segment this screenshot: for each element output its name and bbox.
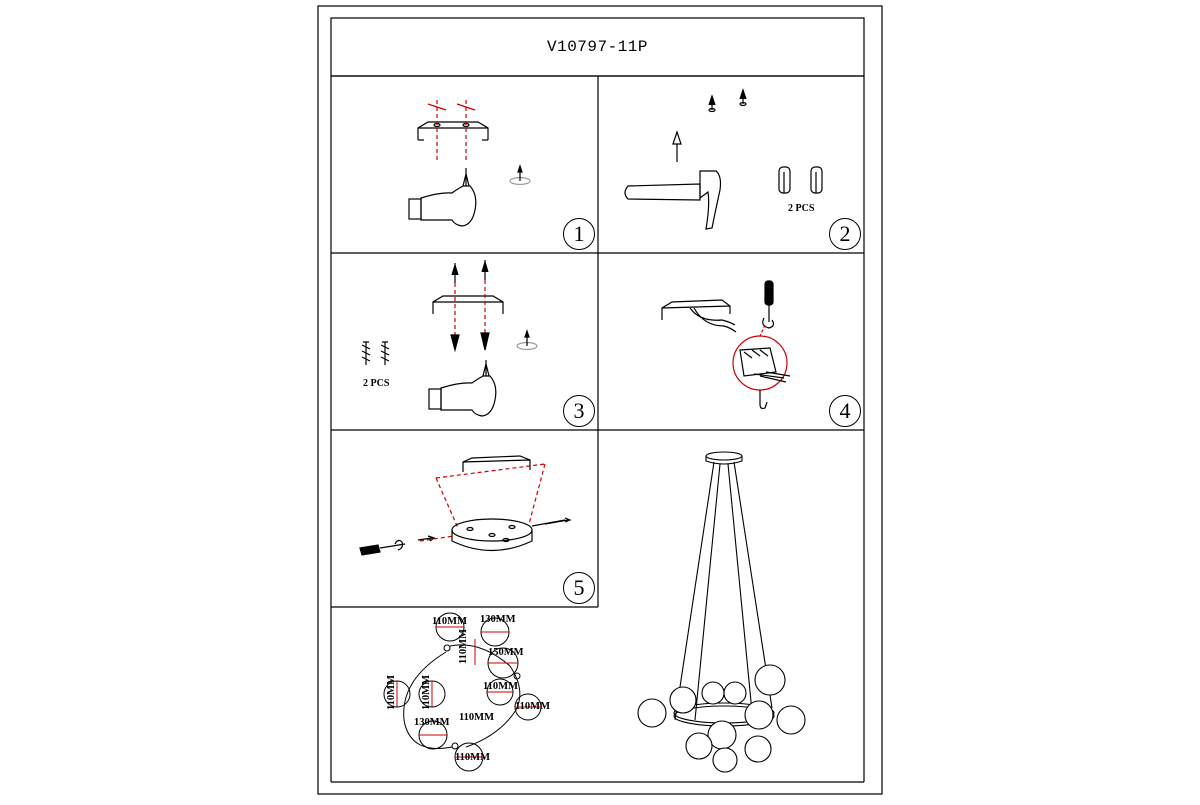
model-code-title: V10797-11P	[546, 38, 648, 56]
dim-label-8: 110MM	[515, 701, 550, 712]
step-number-5: 5	[563, 572, 595, 604]
dim-label-11: 110MM	[455, 752, 490, 763]
step-3-quantity-note: 2 PCS	[363, 378, 390, 389]
dim-label-7: 110MM	[483, 681, 518, 692]
dim-label-1: 110MM	[432, 616, 467, 627]
dim-label-6: 110MM	[421, 675, 432, 710]
dim-label-4: 150MM	[488, 647, 524, 658]
step-number-4: 4	[829, 395, 861, 427]
step-number-1: 1	[563, 218, 595, 250]
panel-5-illustration	[359, 455, 572, 556]
panel-1-illustration	[408, 100, 531, 227]
dim-label-10: 110MM	[459, 712, 494, 723]
step-2-quantity-note: 2 PCS	[788, 203, 815, 214]
panel-3-illustration	[361, 259, 538, 417]
dimension-plan	[383, 612, 542, 772]
panel-2-illustration	[624, 88, 823, 230]
dim-label-9: 130MM	[414, 717, 450, 728]
dim-label-5: 110MM	[386, 675, 397, 710]
step-number-2: 2	[829, 218, 861, 250]
outer-frame	[317, 5, 883, 795]
chandelier-illustration	[637, 451, 806, 773]
step-number-3: 3	[563, 395, 595, 427]
dim-label-3: 110MM	[458, 629, 469, 664]
panel-4-illustration	[661, 280, 791, 410]
dim-label-2: 130MM	[480, 614, 516, 625]
